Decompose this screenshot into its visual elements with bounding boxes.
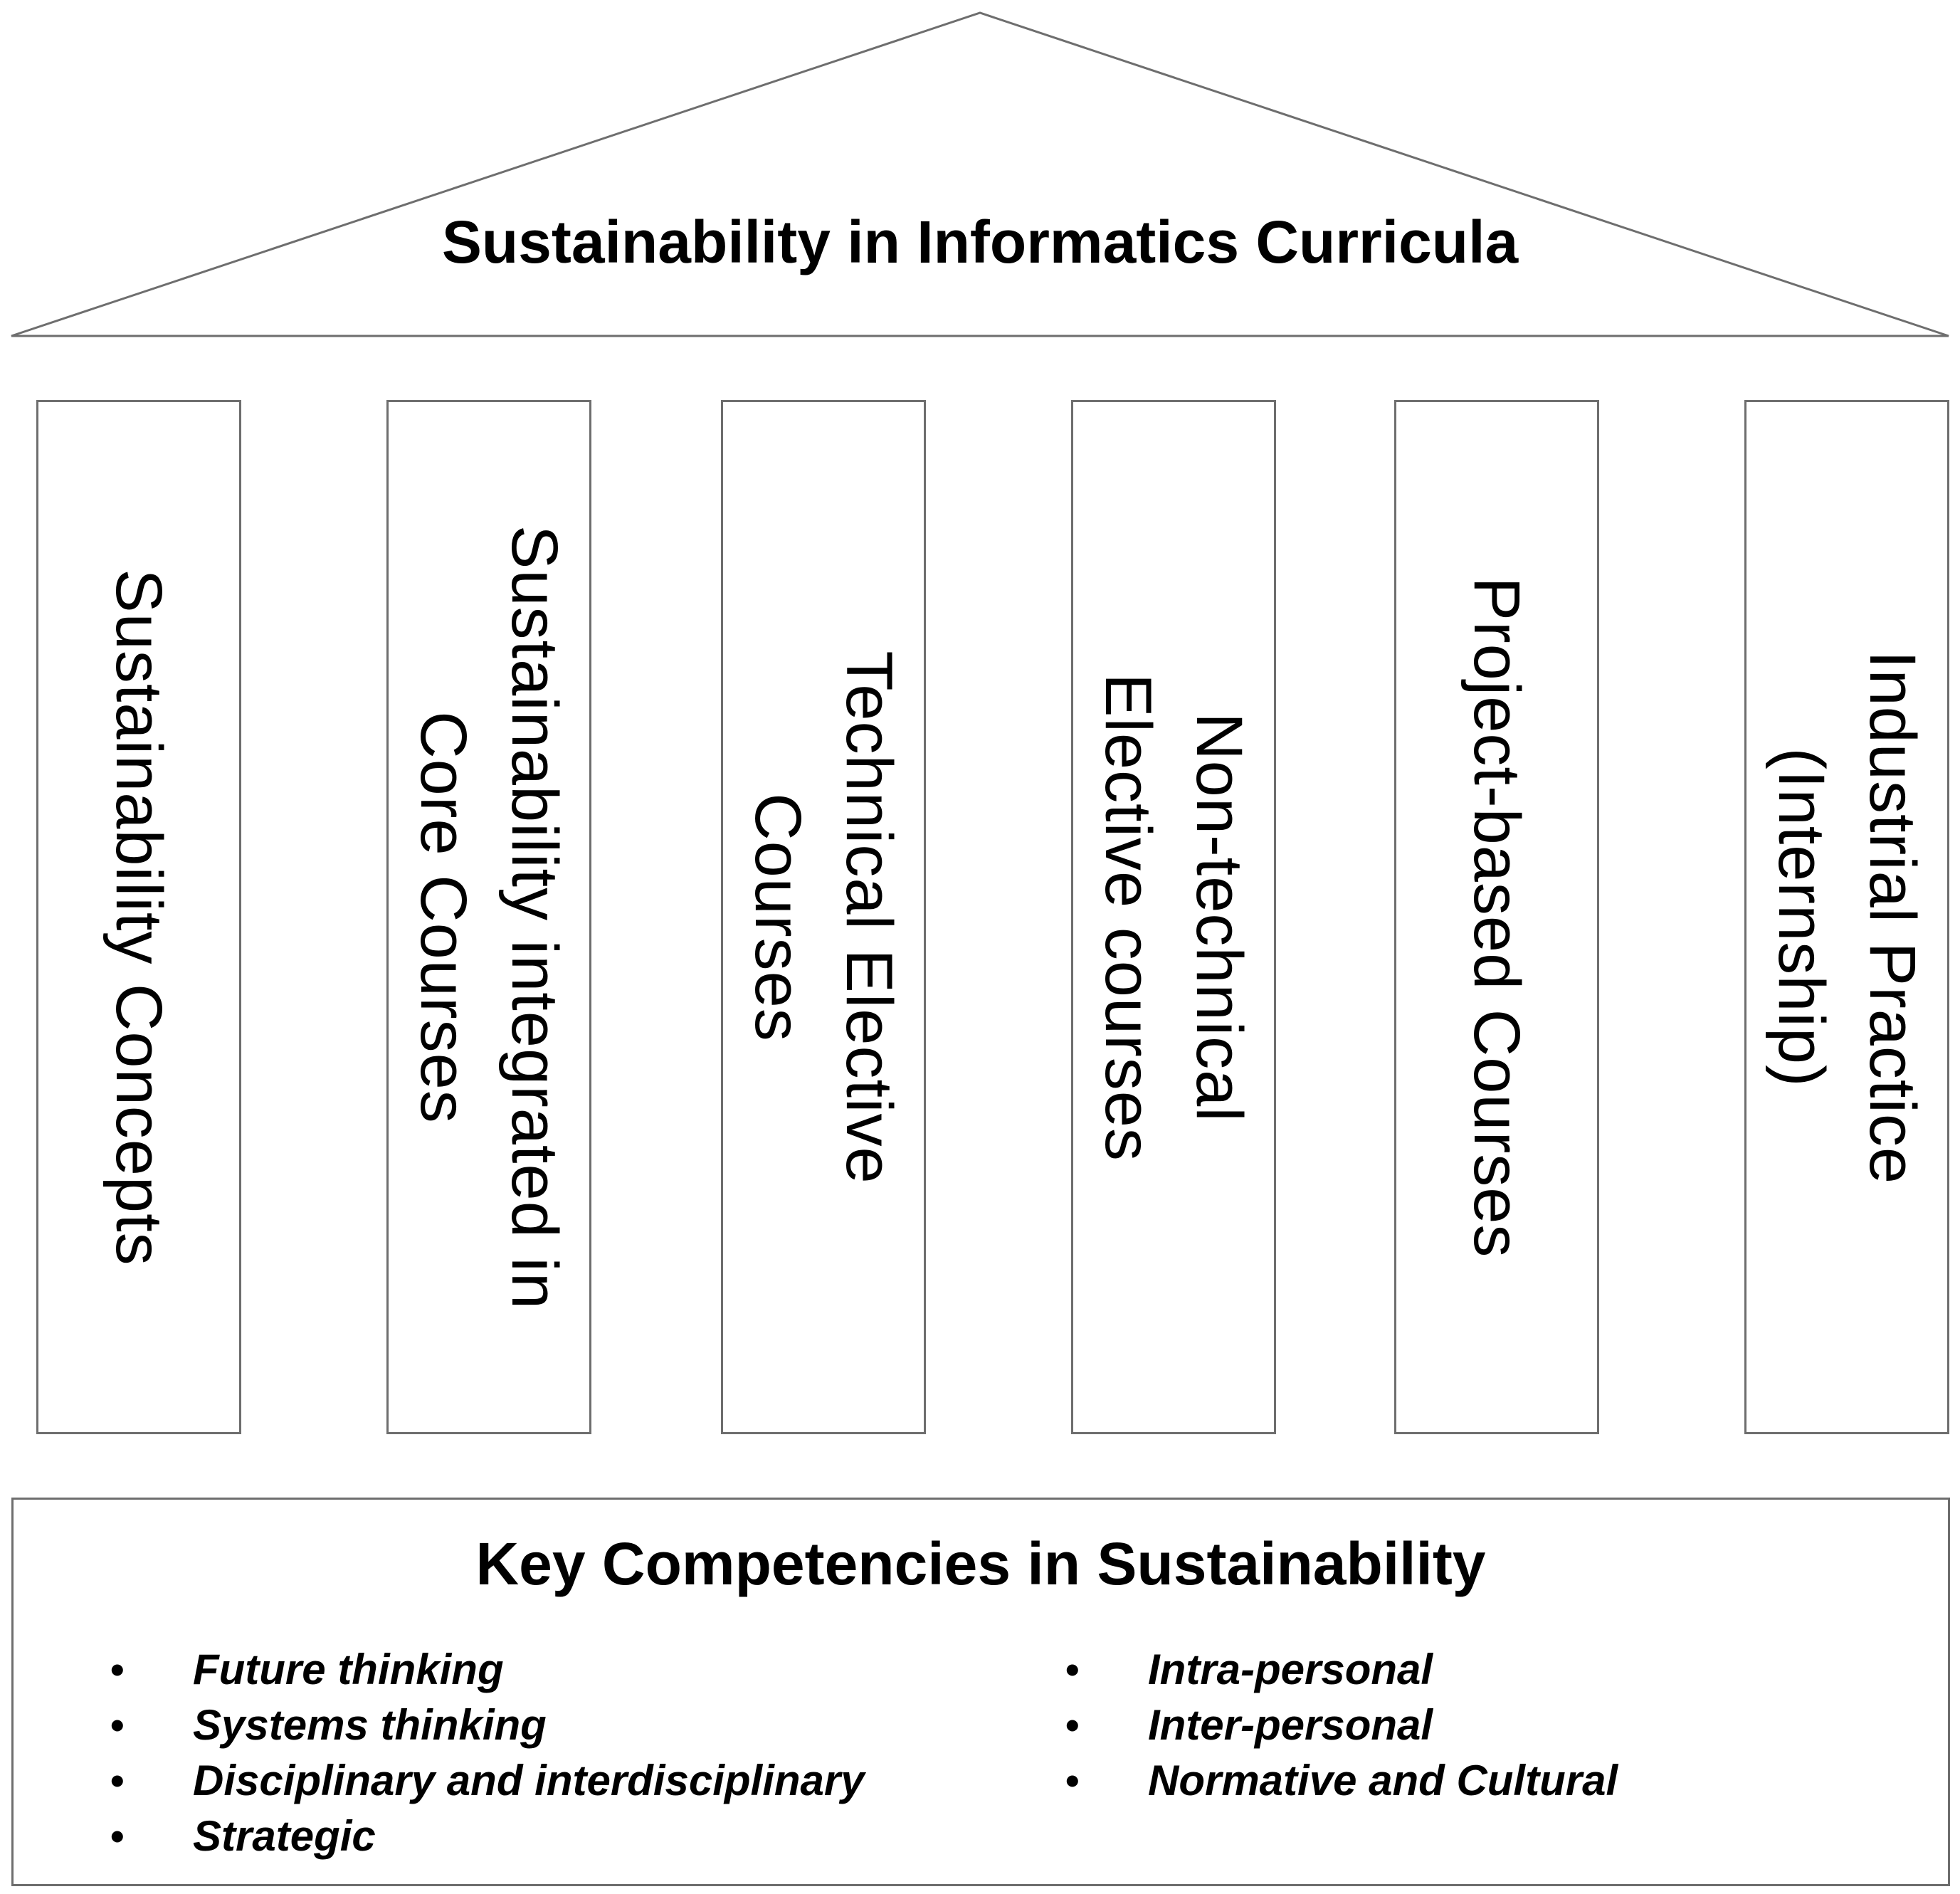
pillar-label: Project-based Courses [1460, 577, 1533, 1258]
bullet-icon: • [110, 1703, 125, 1747]
bullet-icon: • [1065, 1758, 1080, 1803]
pillar-label: Sustainability integrated in Core Course… [407, 525, 571, 1310]
pillar-label: Non-technical Elective courses [1092, 673, 1255, 1162]
pillar-core-courses: Sustainability integrated in Core Course… [386, 400, 591, 1434]
bullet-icon: • [1065, 1647, 1080, 1692]
bullet-icon: • [110, 1647, 125, 1692]
pillar-non-technical-elective: Non-technical Elective courses [1071, 400, 1276, 1434]
pillar-label: Sustainability Concepts [102, 568, 175, 1266]
pillar-label: Industrial Practice (Internship) [1765, 650, 1929, 1184]
bullet-icon: • [110, 1758, 125, 1803]
competencies-base: Key Competencies in Sustainability •Futu… [11, 1498, 1950, 1886]
bullet-icon: • [1065, 1703, 1080, 1747]
pillar-industrial-practice: Industrial Practice (Internship) [1744, 400, 1949, 1434]
pillar-project-based: Project-based Courses [1394, 400, 1599, 1434]
pillar-sustainability-concepts: Sustainability Concepts [36, 400, 241, 1434]
competencies-title: Key Competencies in Sustainability [475, 1530, 1486, 1597]
bullet-icon: • [110, 1814, 125, 1858]
roof-title: Sustainability in Informatics Curricula [441, 209, 1519, 275]
pillar-label: Technical Elective Courses [742, 650, 905, 1184]
pillar-technical-elective: Technical Elective Courses [721, 400, 926, 1434]
roof-triangle [11, 11, 1949, 337]
